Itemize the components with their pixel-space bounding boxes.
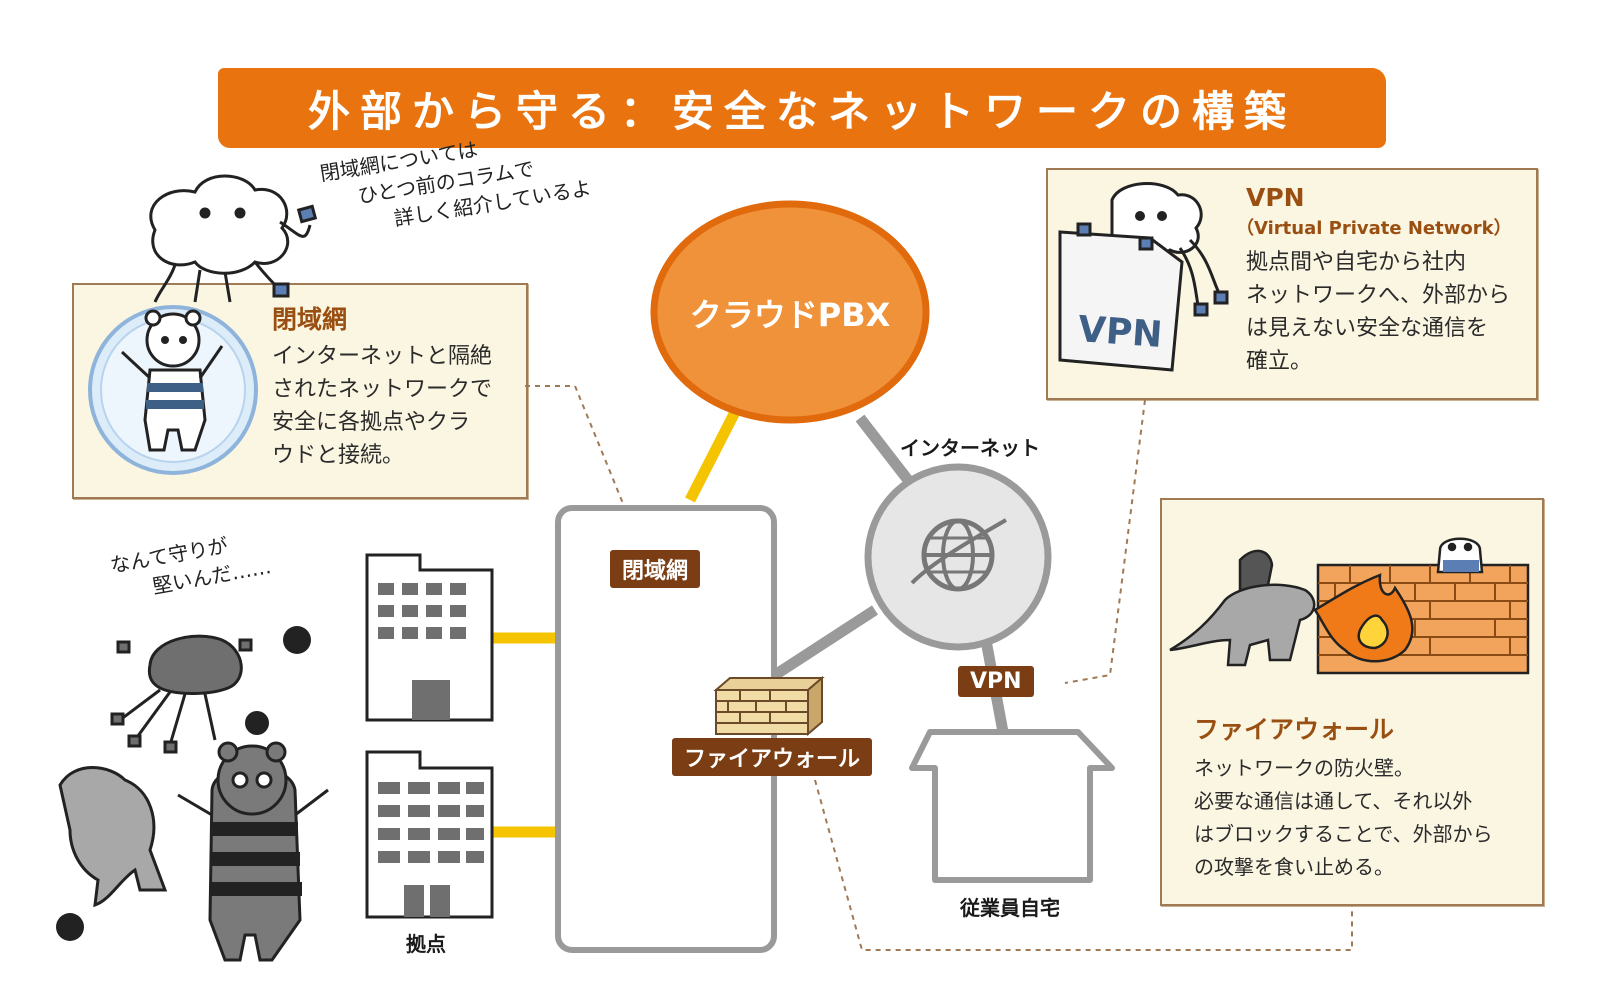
virus-icons [56,626,311,941]
firewall-illustration [1169,537,1530,675]
house-icon [909,729,1115,883]
closed-network-heading: 閉域網 [272,305,348,334]
description-line: はブロックすることで、外部から [1194,822,1493,846]
building-site-1 [365,553,494,722]
description-line: 必要な通信は通して、それ以外 [1194,789,1473,813]
attacker-characters [58,634,329,962]
description-line: 確立。 [1246,349,1313,374]
closed-network-tag: 閉域網 [610,550,701,588]
link-pbx-closed [685,409,740,503]
vpn-bag-illustration [1058,182,1229,372]
firewall-wall [713,675,825,737]
leader-closed-network [525,385,641,546]
link-internet-firewall [772,605,878,680]
link-pbx-internet [855,414,913,484]
internet-label: インターネット [900,436,1040,460]
internet-node [864,463,1052,651]
description-line: ウドと接続。 [272,443,405,468]
description-line: 安全に各拠点やクラ [272,410,471,435]
description-line: 拠点間や自宅から社内 [1246,250,1467,275]
leader-lines [525,385,1353,951]
description-line: されたネットワークで [272,377,493,402]
vpn-description: 拠点間や自宅から社内 ネットワークへ、外部から は見えない安全な通信を 確立。 [1246,246,1510,378]
closed-network-description: インターネットと隔絶 されたネットワークで 安全に各拠点やクラ ウドと接続。 [272,340,492,472]
sites-label: 拠点 [406,932,446,956]
vpn-subheading: （Virtual Private Network） [1236,218,1512,239]
leader-vpn [1064,399,1146,684]
home-label: 従業員自宅 [960,896,1060,920]
page-title: 外部から守る：安全なネットワークの構築 [218,68,1386,148]
firewall-tag: ファイアウォール [672,738,873,776]
bubble-bear-illustration [88,305,258,475]
vpn-tag: VPN [958,666,1034,697]
vpn-heading: VPN [1246,183,1305,212]
description-line: の攻撃を食い止める。 [1194,855,1394,879]
firewall-heading: ファイアウォール [1194,715,1395,744]
description-line: インターネットと隔絶 [272,344,493,369]
description-line: は見えない安全な通信を [1246,316,1489,341]
vpn-bag-label: VPN [1076,309,1164,356]
leader-firewall [814,779,1353,951]
building-site-2 [365,750,494,919]
cloud-pbx-node [650,200,930,424]
cloud-pbx-label: クラウドPBX [689,296,891,334]
description-line: ネットワークの防火壁。 [1194,756,1414,780]
cloud-character [149,174,318,303]
description-line: ネットワークへ、外部から [1246,283,1511,308]
firewall-description: ネットワークの防火壁。 必要な通信は通して、それ以外 はブロックすることで、外部… [1194,752,1493,884]
